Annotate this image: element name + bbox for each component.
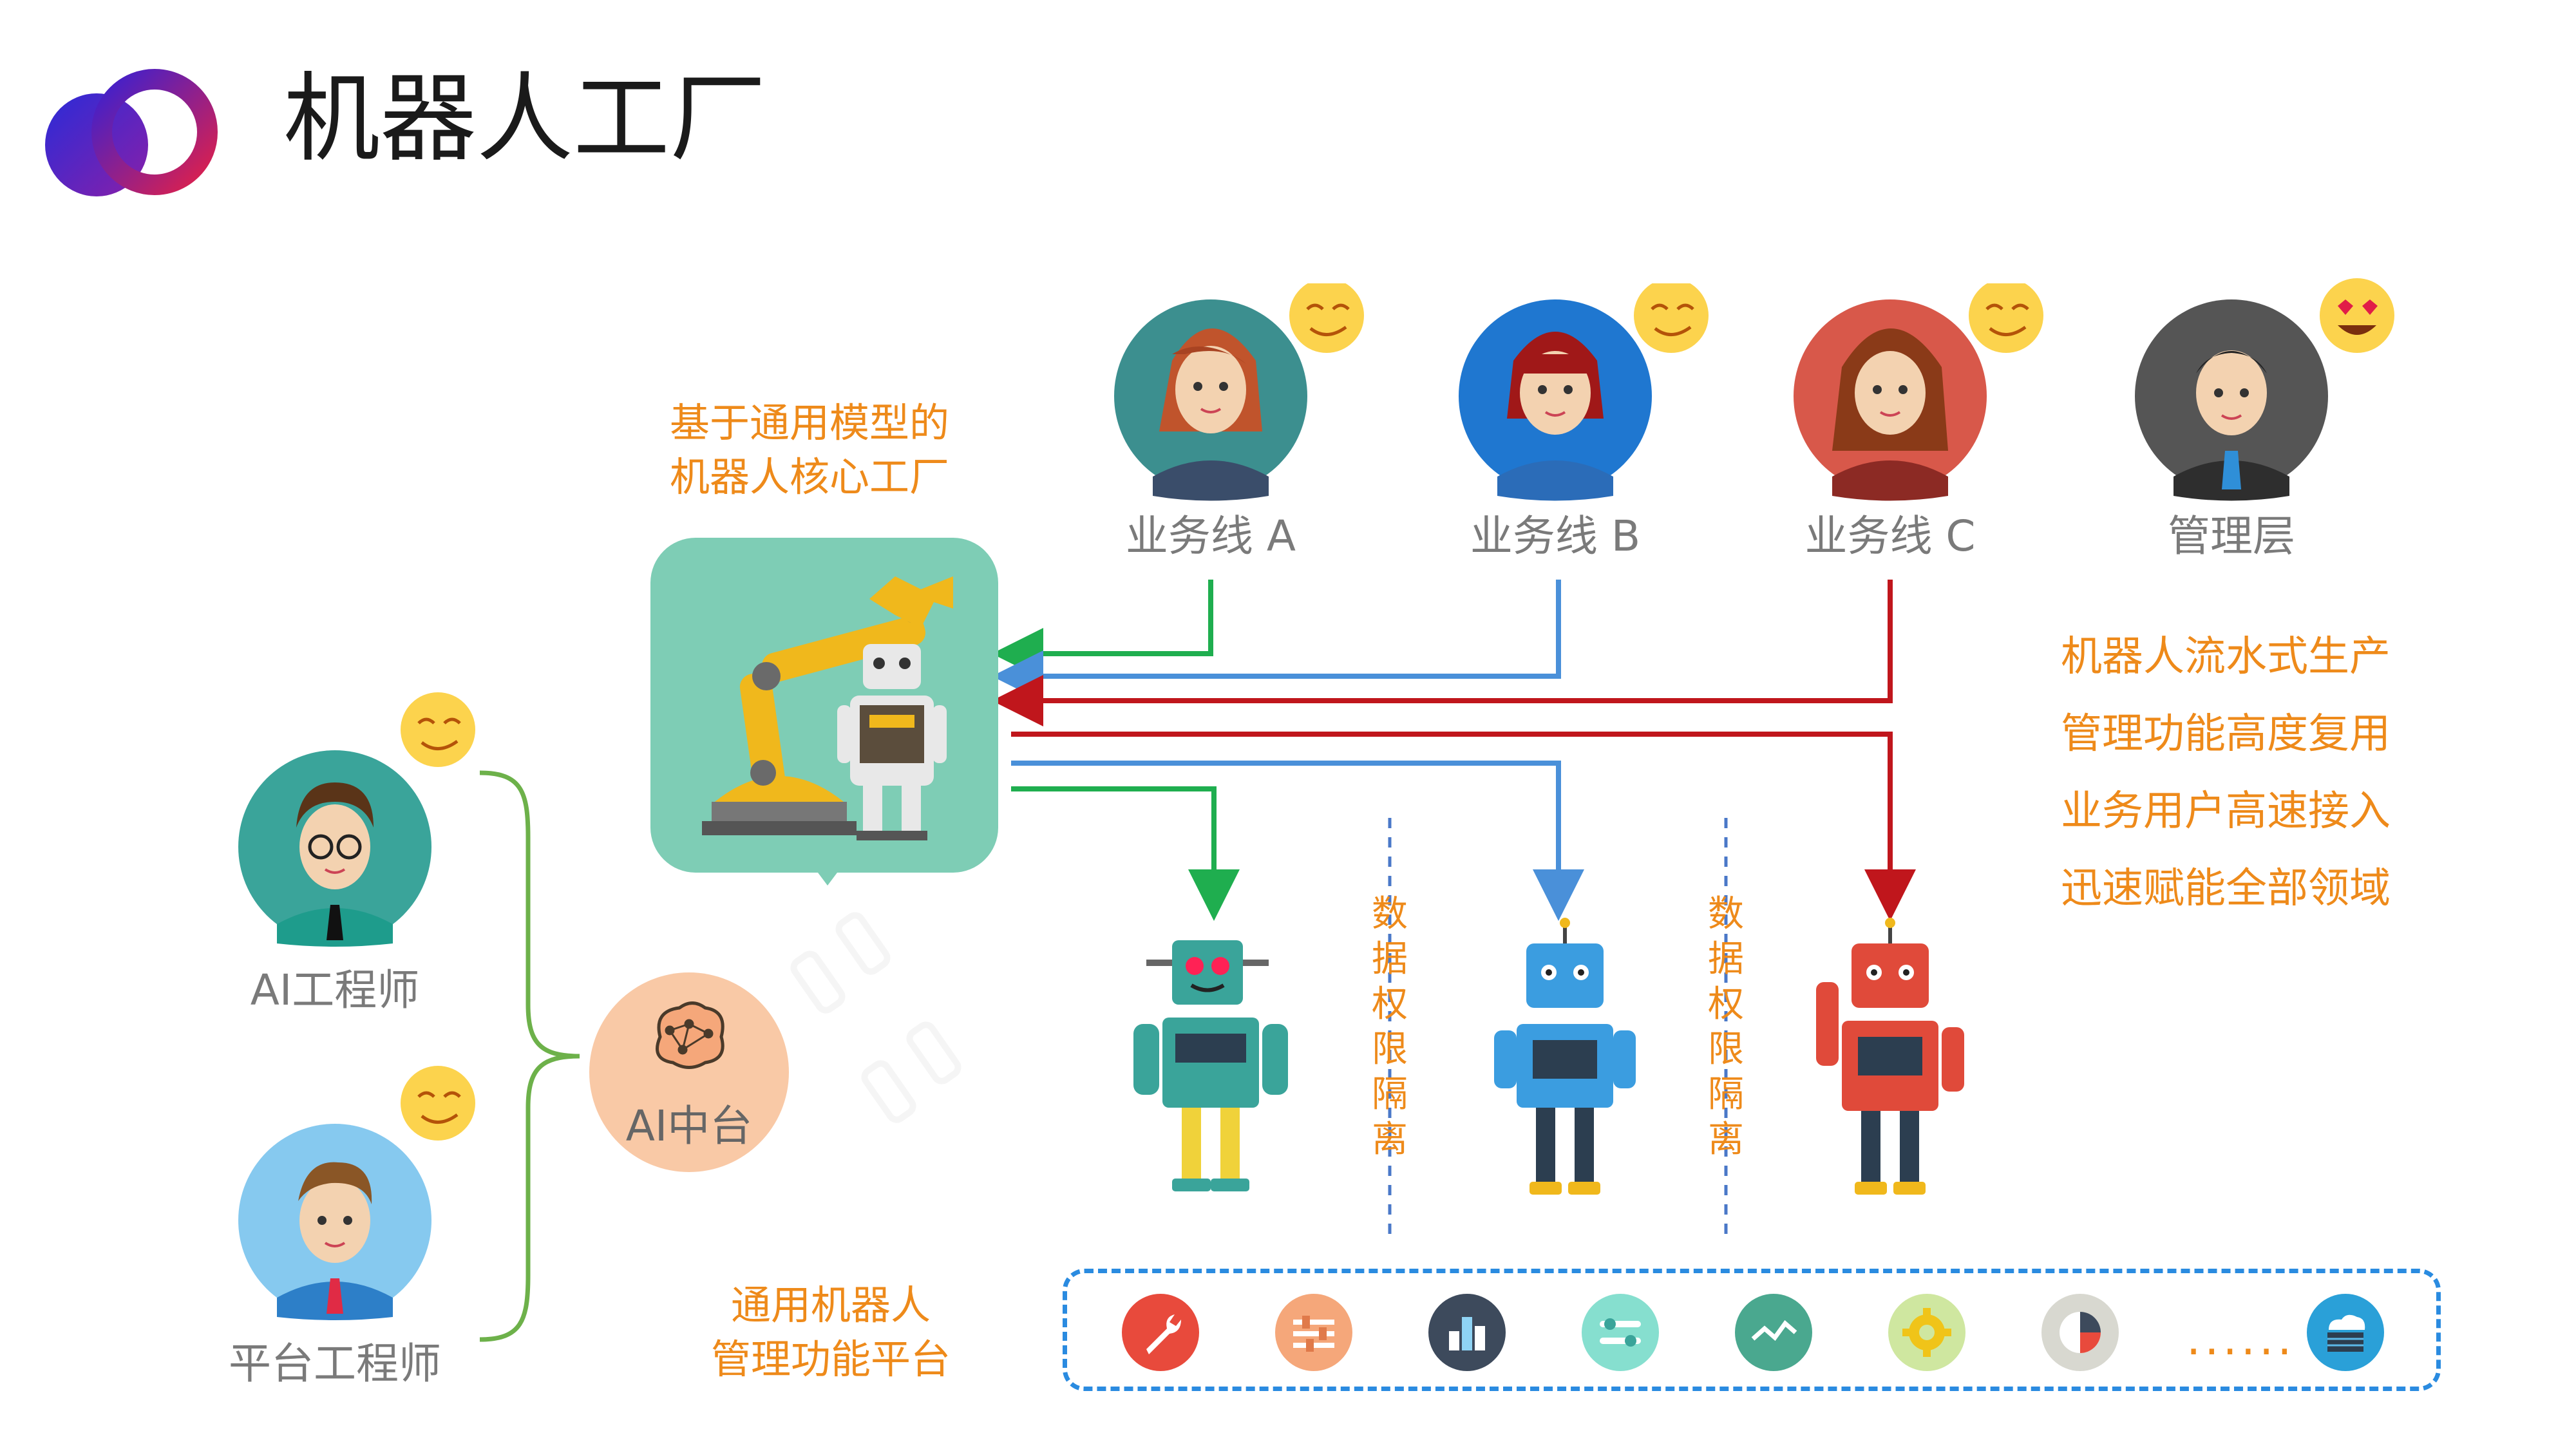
ai-platform-label: AI中台 [625, 1101, 753, 1151]
woman-avatar-icon [1114, 278, 1364, 501]
woman-avatar-icon [1459, 278, 1709, 501]
gear-icon [1888, 1294, 1965, 1371]
engineer-avatar-icon [238, 692, 475, 947]
isolation-label-2: 数据权 限隔离 [1708, 893, 1744, 1160]
tool-toggles[interactable] [1580, 1293, 1660, 1372]
factory-caption: 基于通用模型的 机器人核心工厂 [670, 396, 949, 504]
teal-robot-icon [1133, 940, 1288, 1191]
more-tools-ellipsis: ...... [2186, 1312, 2296, 1365]
user-business-line-b[interactable] [1452, 278, 1736, 567]
arrow-line-c-in [992, 580, 1893, 726]
robot-business-c[interactable] [1803, 918, 1984, 1201]
tool-sliders[interactable] [1274, 1293, 1354, 1372]
engineer-avatar-icon [238, 1066, 475, 1320]
man-avatar-icon [2135, 278, 2394, 501]
pie-chart-icon [2041, 1294, 2119, 1371]
arrow-line-a-in [992, 580, 1213, 679]
platform-engineer[interactable] [235, 1066, 493, 1323]
arrow-line-b-in [992, 580, 1561, 702]
benefit-item: 机器人流水式生产 [2061, 633, 2391, 681]
red-robot-icon [1816, 918, 1964, 1195]
tool-line-chart[interactable] [1734, 1293, 1814, 1372]
user-business-line-a[interactable] [1108, 278, 1391, 567]
platform-caption: 通用机器人 管理功能平台 [696, 1278, 966, 1387]
ai-platform-node[interactable]: AI中台 [589, 972, 789, 1172]
user-label-c: 业务线 C [1804, 511, 1976, 561]
management-tools-panel [1063, 1269, 2441, 1391]
wrench-icon [1122, 1294, 1199, 1371]
ai-engineer[interactable] [235, 692, 493, 950]
benefit-item: 业务用户高速接入 [2061, 788, 2391, 835]
brain-network-icon [656, 1001, 724, 1069]
benefit-item: 管理功能高度复用 [2061, 710, 2391, 758]
engineer-label-platform: 平台工程师 [229, 1339, 441, 1388]
tool-bar-chart[interactable] [1427, 1293, 1507, 1372]
tool-gear[interactable] [1887, 1293, 1967, 1372]
arrow-line-a-out [1011, 786, 1240, 921]
engineer-label-ai: AI工程师 [250, 965, 420, 1015]
bar-chart-icon [1428, 1294, 1506, 1371]
woman-avatar-icon [1794, 278, 2043, 501]
factory-caption-line2: 机器人核心工厂 [670, 453, 950, 500]
platform-caption-line1: 通用机器人 [730, 1282, 931, 1329]
platform-caption-line2: 管理功能平台 [710, 1336, 951, 1383]
page-title: 机器人工厂 [283, 63, 767, 175]
tool-pie-chart[interactable] [2040, 1293, 2120, 1372]
isolation-label-1: 数据权 限隔离 [1372, 893, 1408, 1160]
user-business-line-c[interactable] [1787, 278, 2070, 567]
blue-robot-icon [1494, 918, 1636, 1195]
user-label-management: 管理层 [2168, 511, 2295, 561]
benefit-item: 迅速赋能全部领域 [2061, 865, 2391, 913]
cloud-server-icon [2307, 1294, 2384, 1371]
line-chart-icon [1735, 1294, 1812, 1371]
robot-arm-factory-icon [650, 538, 998, 886]
benefits-list: 机器人流水式生产 管理功能高度复用 业务用户高速接入 迅速赋能全部领域 [2061, 618, 2391, 927]
tool-cloud-server[interactable] [2306, 1293, 2385, 1372]
factory-caption-line1: 基于通用模型的 [670, 399, 950, 446]
robot-business-a[interactable] [1121, 927, 1301, 1198]
arrow-line-c-out [1011, 732, 1916, 921]
arrow-line-b-out [1011, 761, 1584, 921]
user-label-b: 业务线 B [1470, 511, 1641, 561]
user-management[interactable] [2128, 277, 2412, 567]
toggles-icon [1582, 1294, 1659, 1371]
robot-factory-box[interactable] [650, 538, 998, 886]
sliders-icon [1275, 1294, 1352, 1371]
robot-business-b[interactable] [1481, 918, 1649, 1201]
tool-wrench[interactable] [1121, 1293, 1200, 1372]
engineer-brace [479, 770, 580, 1342]
user-label-a: 业务线 A [1125, 511, 1296, 561]
logo [39, 61, 232, 203]
